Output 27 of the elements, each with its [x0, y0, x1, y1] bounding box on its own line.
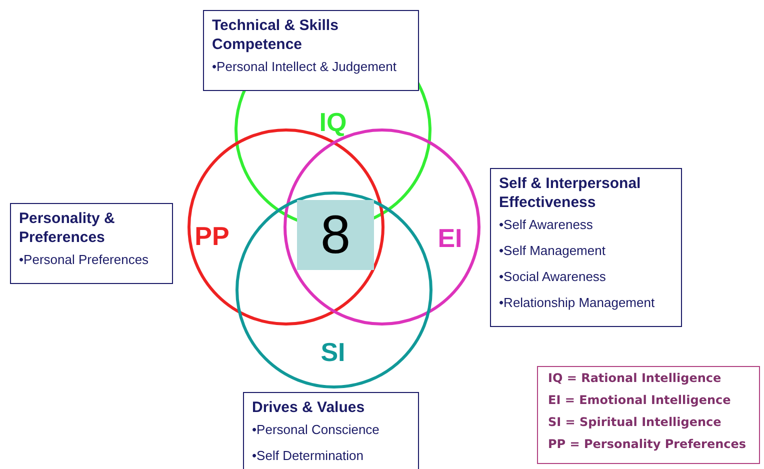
bullet-item: •Personal Preferences [19, 252, 150, 268]
box-heading: Drives & Values [252, 398, 366, 417]
center-number: 8 [320, 207, 351, 263]
key-entry: SI = Spiritual Intelligence [548, 415, 722, 429]
info-box [10, 203, 173, 284]
bullet-item: •Self Management [499, 243, 606, 259]
circle-label: IQ [319, 108, 347, 136]
key-box [537, 366, 760, 464]
key-entry: EI = Emotional Intelligence [548, 393, 732, 407]
bullet-item: •Self Determination [252, 448, 364, 464]
box-heading: Technical & Skills Competence [212, 16, 340, 54]
info-box [203, 10, 419, 91]
bullet-item: •Personal Conscience [252, 422, 380, 438]
bullet-item: •Relationship Management [499, 295, 656, 311]
box-heading: Self & Interpersonal Effectiveness [499, 174, 642, 212]
bullet-item: •Self Awareness [499, 217, 594, 233]
overlap-square [297, 200, 374, 270]
info-box [243, 392, 419, 469]
info-box [490, 168, 682, 327]
circle-label: PP [194, 222, 230, 250]
bullet-item: •Social Awareness [499, 269, 607, 285]
circle-label: SI [320, 338, 346, 366]
box-heading: Personality & Preferences [19, 209, 116, 247]
key-entry: PP = Personality Preferences [548, 437, 748, 451]
circle-label: EI [438, 224, 462, 252]
bullet-item: •Personal Intellect & Judgement [212, 59, 398, 75]
key-entry: IQ = Rational Intelligence [548, 371, 722, 385]
